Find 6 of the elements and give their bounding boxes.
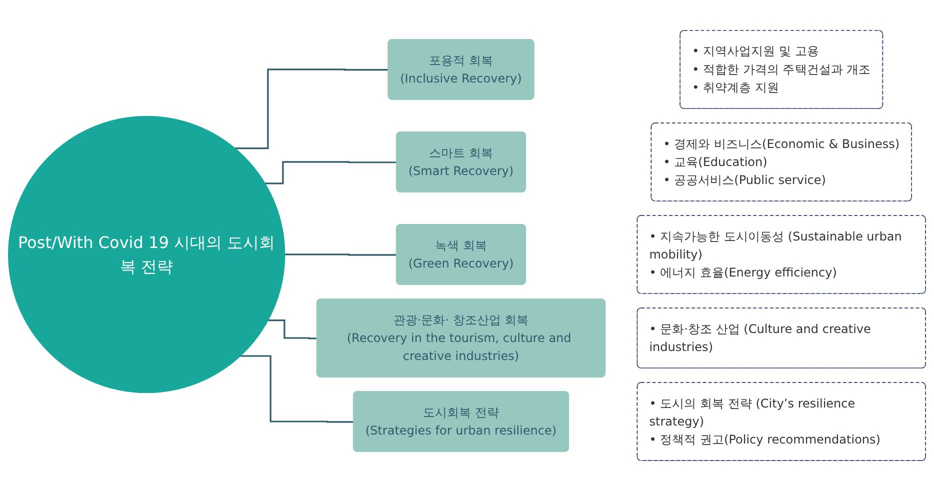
- connector: [235, 68, 388, 149]
- node-circle: Post/With Covid 19 시대의 도시회복 전략: [8, 115, 286, 393]
- connector: [265, 160, 397, 184]
- connector: [284, 253, 397, 256]
- connector: [268, 319, 318, 339]
- connector: [240, 354, 354, 422]
